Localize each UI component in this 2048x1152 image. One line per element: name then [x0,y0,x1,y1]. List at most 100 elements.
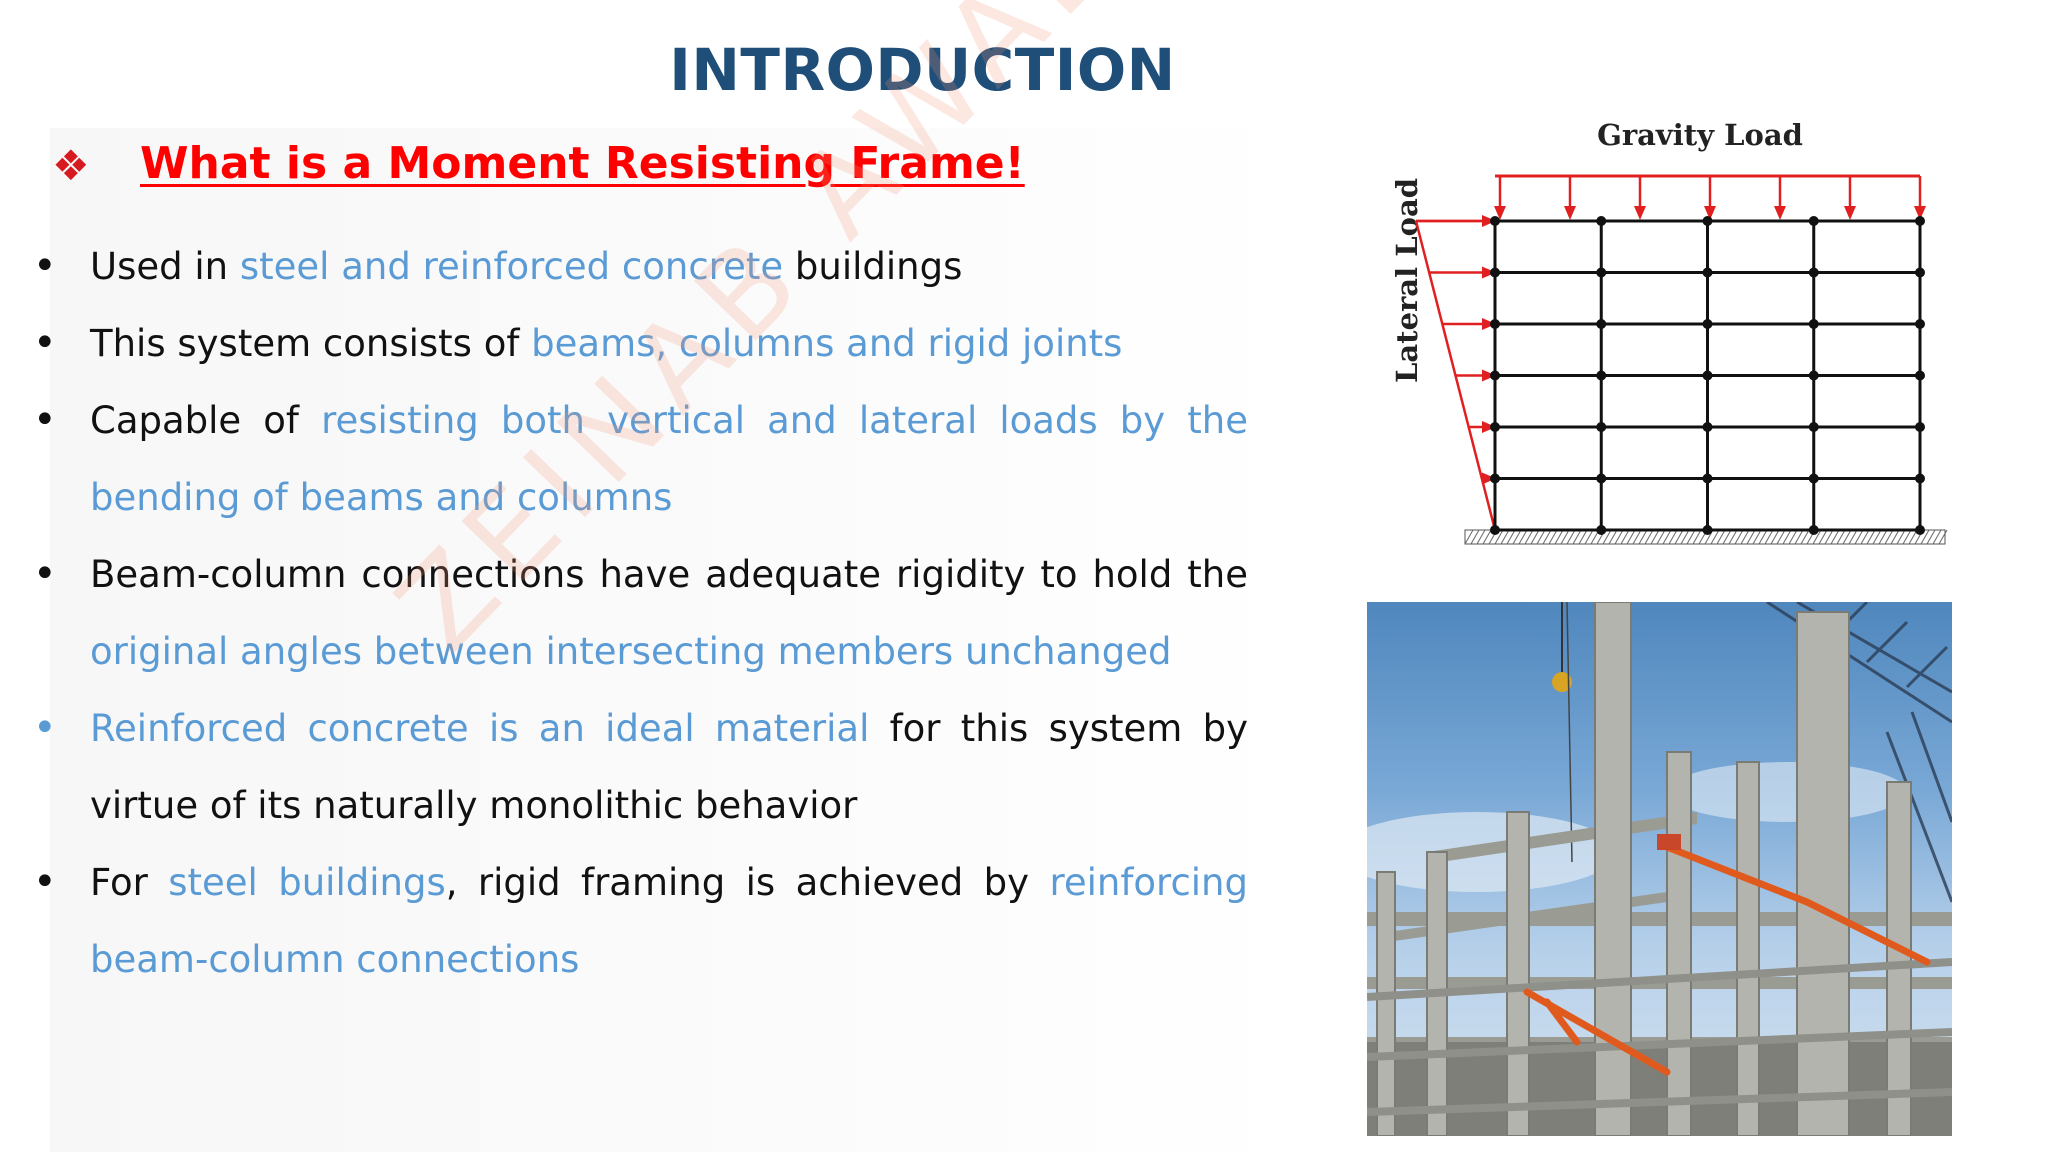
frame-joint [1808,370,1819,381]
ground-hatch [1764,529,1774,545]
ground-hatch [1518,529,1528,545]
ground-hatch [1668,529,1678,545]
frame-joint [1808,216,1819,226]
frame-joint [1702,525,1713,535]
frame-joint [1596,216,1607,226]
ground-hatch [1686,529,1696,545]
ground-hatch [1872,529,1882,545]
ground-hatch [1554,529,1564,545]
body-text: , rigid framing is achieved by [445,861,1050,904]
bullet-text: Reinforced concrete is an ideal material… [90,690,1248,844]
frame-joint [1915,473,1925,484]
body-text: Used in [90,245,240,288]
bullet-text: Capable of resisting both vertical and l… [90,382,1248,536]
frame-joint [1490,319,1500,329]
ground-hatch [1878,529,1888,545]
ground-hatch [1842,529,1852,545]
ground-hatch [1512,529,1522,545]
ground-hatch [1758,529,1768,545]
frame-joint [1702,216,1713,226]
gravity-arrowhead [1914,206,1926,220]
ground-hatch [1794,529,1804,545]
frame-joint [1915,267,1925,278]
gravity-arrowhead [1634,206,1646,220]
ground-hatch [1620,529,1630,545]
bullet-text: Beam-column connections have adequate ri… [90,536,1248,690]
ground-hatch [1578,529,1588,545]
frame-joint [1915,319,1925,329]
gravity-arrowhead [1774,206,1786,220]
frame-joint [1915,525,1925,535]
ground-hatch [1716,529,1726,545]
highlighted-text: reinforcing beam-column connections [90,861,1248,981]
ground-hatch [1782,529,1792,545]
slide-background [50,128,1300,1152]
ground-hatch [1638,529,1648,545]
ground-hatch [1728,529,1738,545]
ground-hatch [1674,529,1684,545]
body-text: Beam-column connections have adequate ri… [90,553,1248,596]
frame-joint [1915,216,1925,226]
frame-joint [1808,267,1819,278]
frame-joint [1490,473,1500,484]
bullet-item: •This system consists of beams, columns … [28,305,1248,382]
ground-hatch [1752,529,1762,545]
diamond-bullet-icon: ❖ [52,141,90,190]
ground-hatch [1566,529,1576,545]
ground-hatch [1692,529,1702,545]
ground-hatch [1476,529,1486,545]
bullet-dot-icon: • [33,859,57,905]
lateral-arrowhead [1482,318,1496,330]
bullet-dot-icon: • [33,243,57,289]
moment-frame-diagram: Gravity Load Lateral Load [1370,108,1960,568]
lateral-arrowhead [1482,472,1496,485]
bullet-item: •Reinforced concrete is an ideal materia… [28,690,1248,844]
construction-photo [1367,602,1952,1136]
gravity-load-label: Gravity Load [1597,118,1803,152]
ground-hatch [1800,529,1810,545]
ground-hatch [1722,529,1732,545]
ground-hatch [1530,529,1540,545]
ground-hatch [1896,529,1906,545]
ground-hatch [1860,529,1870,545]
highlighted-text: beams, columns and rigid joints [531,322,1123,365]
frame-joint [1490,525,1500,535]
frame-joint [1596,267,1607,278]
ground-hatch [1542,529,1552,545]
bullet-text: For steel buildings, rigid framing is ac… [90,844,1248,998]
ground-hatch [1524,529,1534,545]
frame-joint [1596,319,1607,329]
frame-joint [1915,370,1925,381]
ground-hatch [1932,529,1942,545]
ground-hatch [1602,529,1612,545]
frame-joint [1808,473,1819,484]
frame-joint [1490,422,1500,432]
highlighted-text: resisting both vertical and lateral load… [90,399,1249,519]
frame-joint [1702,422,1713,432]
slide-subtitle: What is a Moment Resisting Frame! [140,138,1025,189]
gravity-arrowhead [1564,206,1576,220]
bullet-item: •Capable of resisting both vertical and … [28,382,1248,536]
ground-hatch [1710,529,1720,545]
frame-drawing [1414,174,1948,545]
frame-joint [1702,370,1713,381]
frame-joint [1596,473,1607,484]
ground-hatch [1656,529,1666,545]
bullet-dot-icon: • [33,551,57,597]
lateral-arrowhead [1482,215,1496,227]
highlighted-text: Reinforced concrete is an ideal material [90,707,870,750]
body-text: This system consists of [90,322,532,365]
body-text: for this system by virtue of its natural… [90,707,1248,827]
frame-joint [1702,319,1713,329]
frame-joint [1808,319,1819,329]
ground-hatch [1560,529,1570,545]
lateral-arrowhead [1482,266,1496,279]
bullet-text: Used in steel and reinforced concrete bu… [90,228,1248,305]
frame-joint [1702,473,1713,484]
ground-hatch [1746,529,1756,545]
highlighted-text: steel and reinforced concrete [239,245,784,288]
bullet-item: • Used in steel and reinforced concrete b… [28,228,1248,305]
frame-joint [1490,370,1500,381]
ground-hatch [1482,529,1492,545]
ground-hatch [1680,529,1690,545]
